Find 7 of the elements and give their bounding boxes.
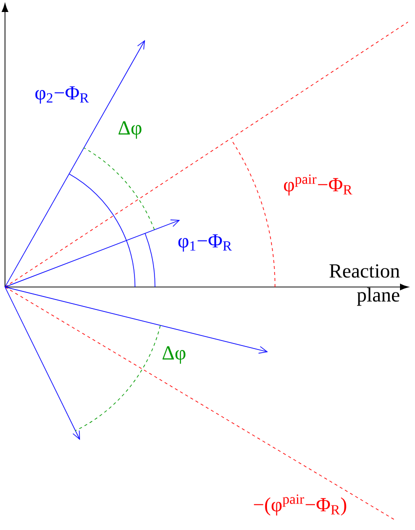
angle-label: −(φ$^{pair}$−Φ$_{R}$) xyxy=(254,494,346,516)
angle-label: φ$_{1}$−Φ$_{R}$ xyxy=(178,234,232,252)
angle-label: Δφ xyxy=(162,346,186,364)
angle-label: φ$^{pair}$−Φ$_{R}$ xyxy=(284,174,352,196)
angle-label: Reaction plane xyxy=(330,264,400,306)
angle-label: φ$_{2}$−Φ$_{R}$ xyxy=(35,86,89,104)
angle-label: Δφ xyxy=(118,121,142,139)
